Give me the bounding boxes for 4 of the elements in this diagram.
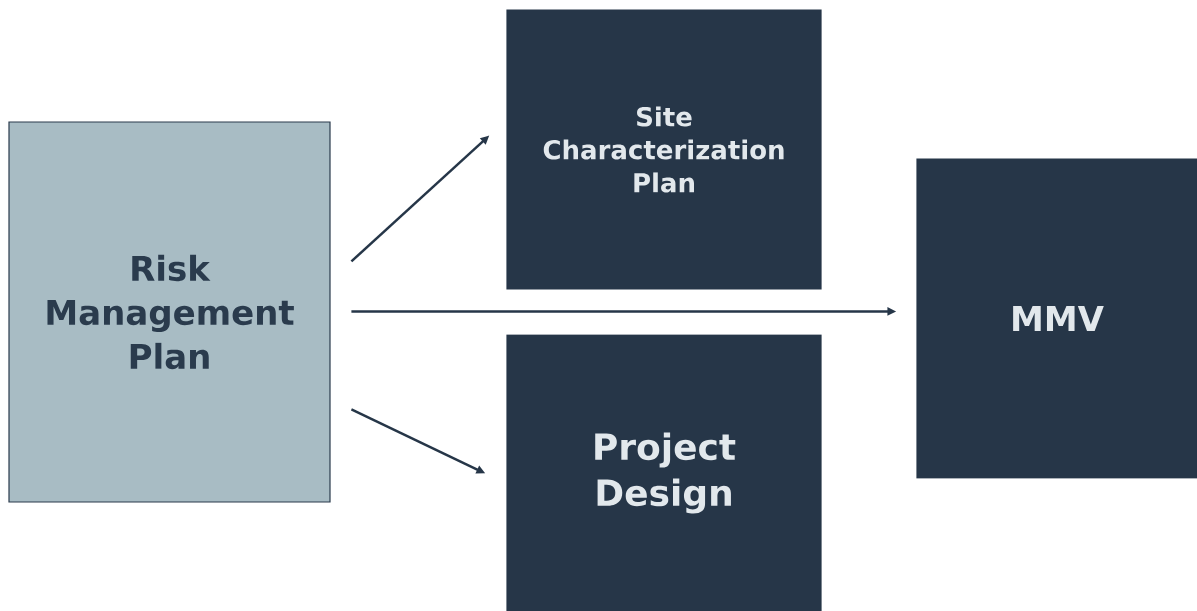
process-box: MMV — [916, 158, 1197, 479]
process-box: Site Characterization Plan — [506, 9, 822, 290]
process-box: Project Design — [506, 334, 822, 611]
process-box: Risk Management Plan — [8, 121, 331, 503]
